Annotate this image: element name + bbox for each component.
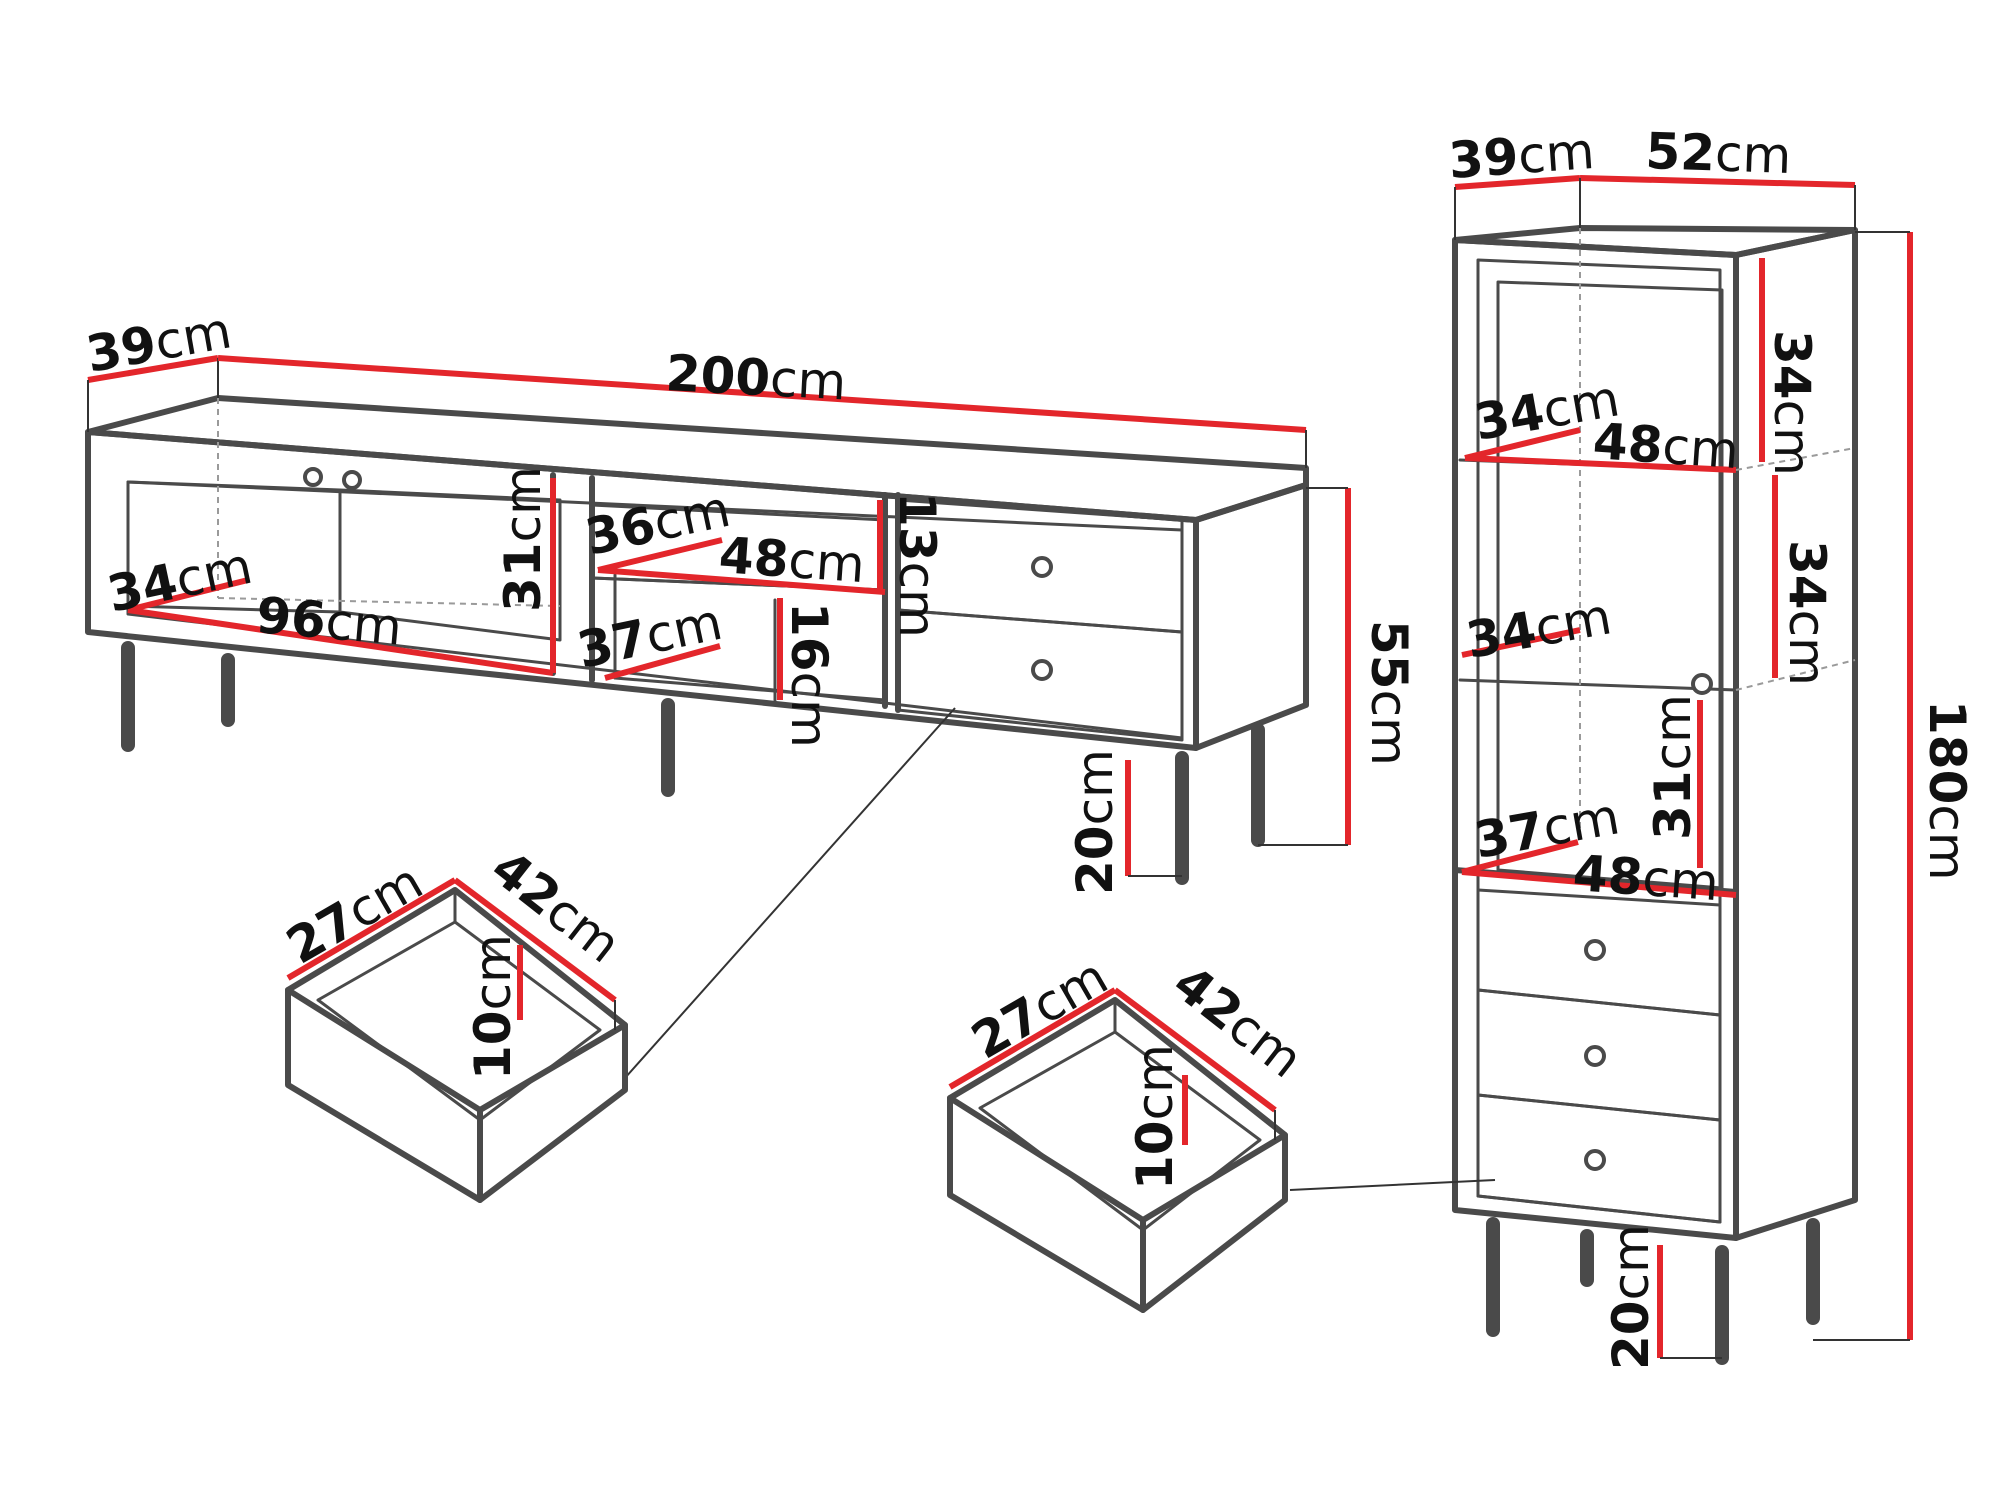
tall-top-shelf-height-label: 34cm: [1763, 330, 1821, 476]
tv-left-height-label: 31cm: [494, 466, 552, 612]
tall-middle-shelf-height-label: 34cm: [1778, 540, 1836, 686]
tall-drawer-width-label: 42cm: [1163, 954, 1314, 1089]
tv-leg-height-label: 20cm: [1066, 749, 1124, 895]
tall-door-knob: [1691, 673, 1713, 695]
tall-top-shelf-width-label: 48cm: [1591, 412, 1740, 480]
drawer-knob-lower: [1031, 659, 1053, 681]
drawer-knob-upper: [1031, 556, 1053, 578]
tv-cabinet-labels: 39cm 200cm 55cm 20cm 34cm 96cm 31cm 36cm…: [82, 301, 1418, 895]
tall-height-label: 180cm: [1918, 700, 1976, 881]
tv-drawer-height-label: 10cm: [464, 934, 522, 1080]
tall-top-shelf-depth-label: 34cm: [1470, 369, 1624, 451]
tall-drawer-knob-2: [1584, 1045, 1606, 1067]
tv-drawer-depth-label: 27cm: [277, 852, 432, 975]
tall-middle-shelf-depth-label: 34cm: [1462, 587, 1616, 669]
tv-width-label: 200cm: [664, 344, 847, 411]
tall-bottom-shelf-depth-label: 37cm: [1470, 787, 1624, 869]
tv-upper-shelf-height-label: 13cm: [888, 492, 946, 638]
tv-drawer: [285, 887, 628, 1203]
tall-cabinet-legs: [1486, 1217, 1820, 1365]
tv-cabinet-dimensions: [87, 355, 1351, 877]
door-knob-right: [342, 470, 362, 490]
tv-lower-shelf-height-label: 16cm: [780, 602, 838, 748]
tall-drawer-dimensions: [948, 987, 1277, 1145]
tall-bottom-shelf-width-label: 48cm: [1571, 844, 1720, 912]
tall-drawer-height-label: 10cm: [1126, 1044, 1184, 1190]
tv-depth-label: 39cm: [82, 301, 236, 383]
tall-width-label: 52cm: [1645, 122, 1793, 185]
tall-cabinet-labels: 39cm 52cm 180cm 20cm 34cm 34cm 48cm 34cm…: [1447, 122, 1976, 1370]
tall-drawer-knob-3: [1584, 1149, 1606, 1171]
tall-bottom-shelf-height-label: 31cm: [1644, 694, 1702, 840]
tall-depth-label: 39cm: [1447, 122, 1596, 190]
tv-cabinet-legs: [121, 641, 1265, 885]
tv-left-width-label: 96cm: [254, 586, 404, 656]
tv-height-label: 55cm: [1360, 620, 1418, 766]
tall-drawer: [947, 997, 1288, 1313]
tall-cabinet-dimensions: [1454, 175, 1913, 1359]
tv-cabinet: [85, 395, 1309, 1079]
tall-drawer-knob-1: [1584, 939, 1606, 961]
door-knob-left: [303, 467, 323, 487]
tv-drawer-labels: 27cm 42cm 10cm: [277, 839, 631, 1080]
tall-drawer-depth-label: 27cm: [962, 947, 1117, 1070]
tv-upper-shelf-width-label: 48cm: [717, 526, 866, 594]
tall-drawer-labels: 27cm 42cm 10cm: [962, 947, 1313, 1190]
tv-left-depth-label: 34cm: [102, 537, 257, 624]
tv-drawer-dimensions: [286, 877, 617, 1030]
tall-leg-height-label: 20cm: [1602, 1224, 1660, 1370]
